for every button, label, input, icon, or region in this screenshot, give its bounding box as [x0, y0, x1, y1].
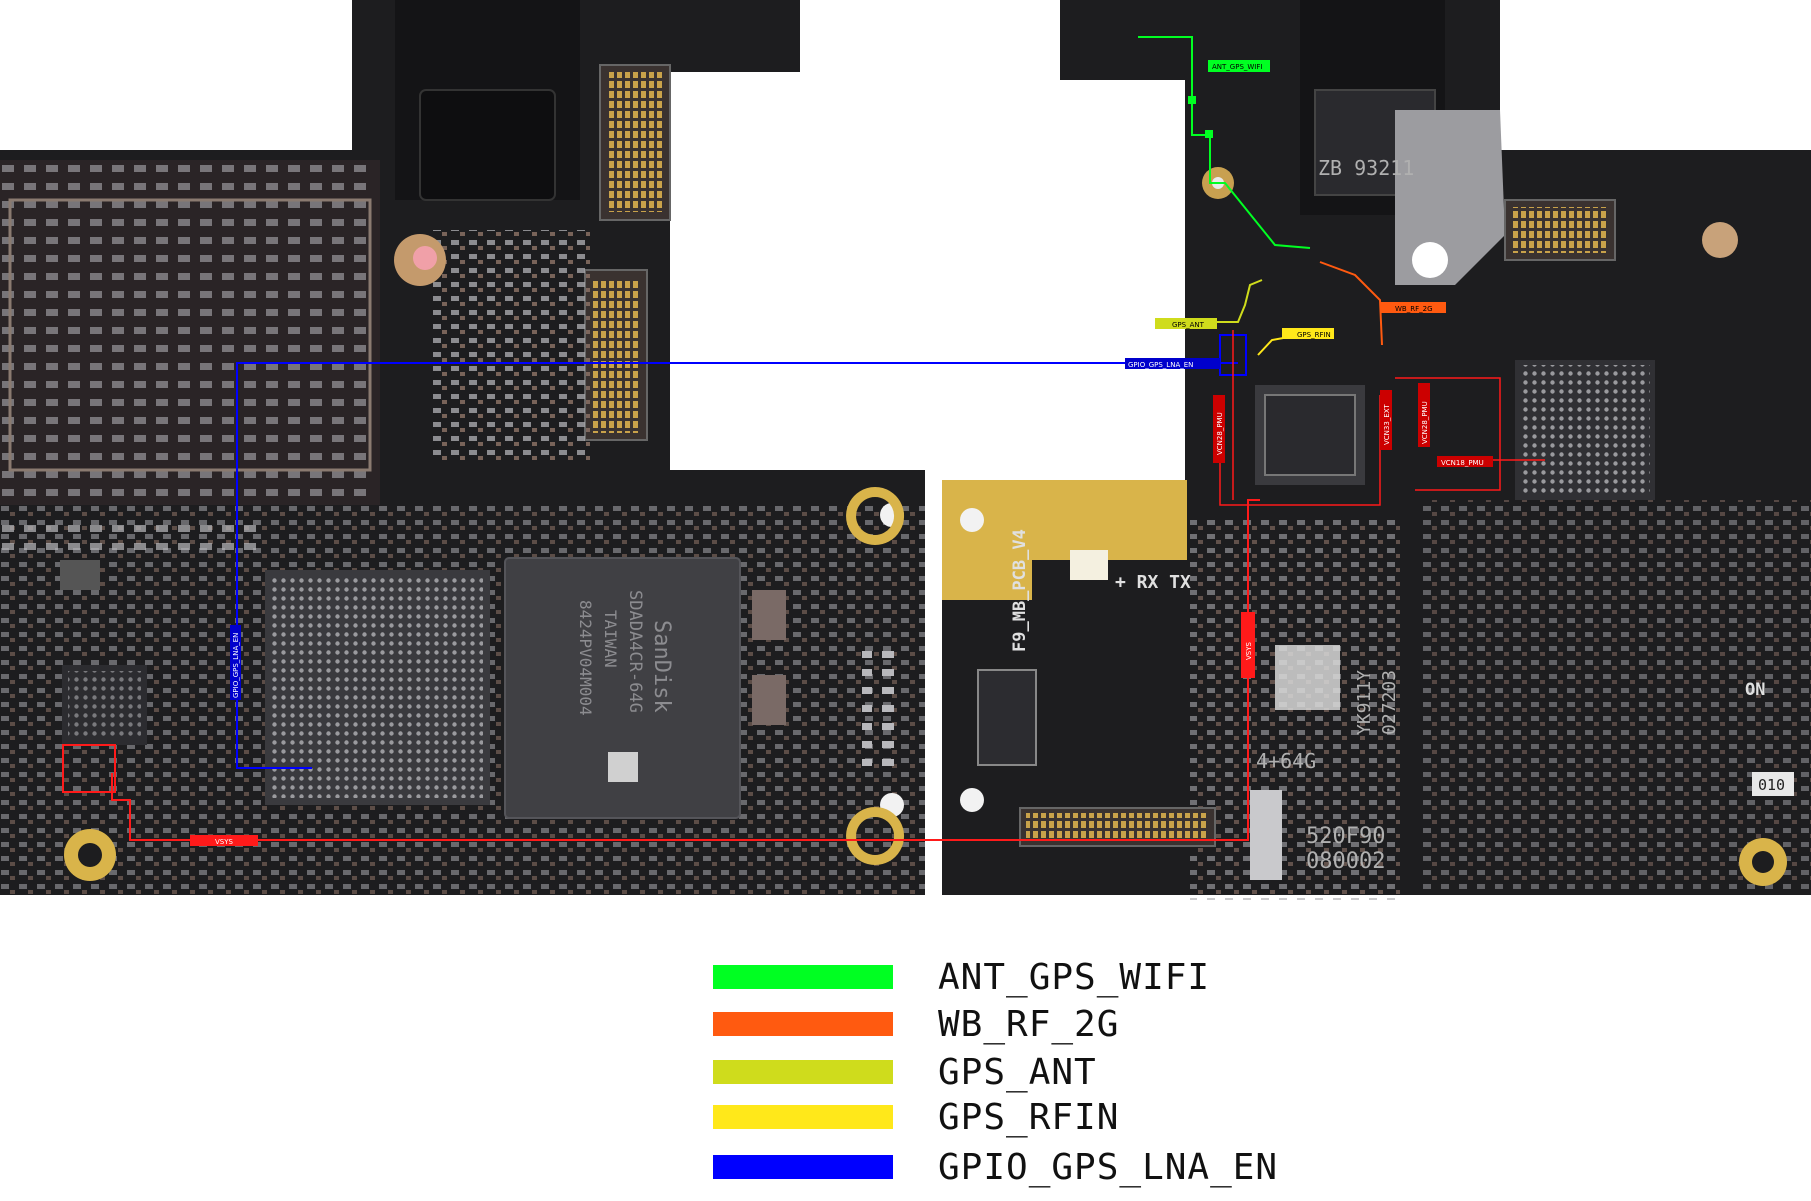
tag-gpio-gps-lna-en-vertical: GPIO_GPS_LNA_EN: [232, 633, 240, 698]
legend-swatch-gpio-gps-lna-en: [713, 1155, 893, 1179]
trace-vsys: [111, 499, 1260, 841]
legend-swatch-gps-ant: [713, 1060, 893, 1084]
silk-010: 010: [1758, 776, 1785, 794]
right-board: [942, 0, 1811, 900]
tag-vcn18-pmu: VCN18_PMU: [1441, 459, 1484, 467]
tag-vcn28-pmu: VCN28_PMU: [1216, 412, 1224, 455]
tag-gps-rfin: GPS_RFIN: [1297, 331, 1331, 339]
tag-wb-rf-2g: WB_RF_2G: [1395, 305, 1433, 313]
tag-vsys-left: VSYS: [215, 838, 234, 846]
trace-wb-rf-2g: [1319, 261, 1383, 346]
legend-row-gpio-gps-lna-en: GPIO_GPS_LNA_EN: [713, 1145, 1333, 1189]
legend-row-ant-gps-wifi: ANT_GPS_WIFI: [713, 955, 1333, 999]
silk-date-1: 520F90: [1306, 824, 1385, 849]
legend-swatch-wb-rf-2g: [713, 1012, 893, 1036]
tag-gps-ant: GPS_ANT: [1172, 321, 1205, 329]
left-board: [0, 0, 925, 895]
silk-board-code-1: YK911Y: [1354, 670, 1375, 735]
silk-country: TAIWAN: [601, 610, 620, 668]
legend-label-ant-gps-wifi: ANT_GPS_WIFI: [938, 957, 1211, 998]
legend-row-wb-rf-2g: WB_RF_2G: [713, 1002, 1333, 1046]
legend-label-gpio-gps-lna-en: GPIO_GPS_LNA_EN: [938, 1147, 1279, 1188]
silk-lot: 8424PV04M004: [576, 600, 595, 716]
silk-rxtx: + RX TX: [1115, 572, 1191, 593]
tag-vsys-right: VSYS: [1245, 641, 1253, 660]
legend-row-gps-rfin: GPS_RFIN: [713, 1095, 1333, 1139]
tag-vcn33-ext: VCN33_EXT: [1383, 404, 1391, 445]
trace-gps-ant: [1195, 279, 1263, 323]
legend-row-gps-ant: GPS_ANT: [713, 1050, 1333, 1094]
silk-memory: 4+64G: [1256, 749, 1316, 773]
sandisk-emmc-chip: [504, 557, 741, 819]
silk-part-no: SDADA4CR-64G: [625, 590, 645, 713]
tag-ant-gps-wifi: ANT_GPS_WIFI: [1212, 63, 1262, 71]
legend-label-wb-rf-2g: WB_RF_2G: [938, 1004, 1120, 1045]
datamatrix: [1275, 645, 1340, 710]
pcb-board-diagram: SanDisk SDADA4CR-64G TAIWAN 8424PV04M004…: [0, 0, 1811, 900]
net-tags: ANT_GPS_WIFI WB_RF_2G GPS_ANT GPS_RFIN G…: [190, 60, 1493, 846]
legend-label-gps-ant: GPS_ANT: [938, 1052, 1097, 1093]
silk-pcb-name: F9_MB_PCB_V4: [1010, 529, 1030, 652]
silk-jack-code: ZB 93211: [1318, 156, 1414, 180]
silk-board-code-2: 027203: [1379, 670, 1400, 735]
silk-on: ON: [1745, 680, 1765, 700]
silk-date-2: 080002: [1306, 849, 1385, 874]
legend-label-gps-rfin: GPS_RFIN: [938, 1097, 1120, 1138]
metal-bracket: [1395, 110, 1505, 285]
legend-swatch-gps-rfin: [713, 1105, 893, 1129]
tag-gpio-gps-lna-en: GPIO_GPS_LNA_EN: [1128, 361, 1193, 369]
silk-sandisk: SanDisk: [649, 620, 674, 713]
legend-swatch-ant-gps-wifi: [713, 965, 893, 989]
legend: ANT_GPS_WIFI WB_RF_2G GPS_ANT GPS_RFIN G…: [713, 955, 1333, 1195]
tag-vcn28-pmu-2: VCN28_PMU: [1421, 401, 1429, 444]
